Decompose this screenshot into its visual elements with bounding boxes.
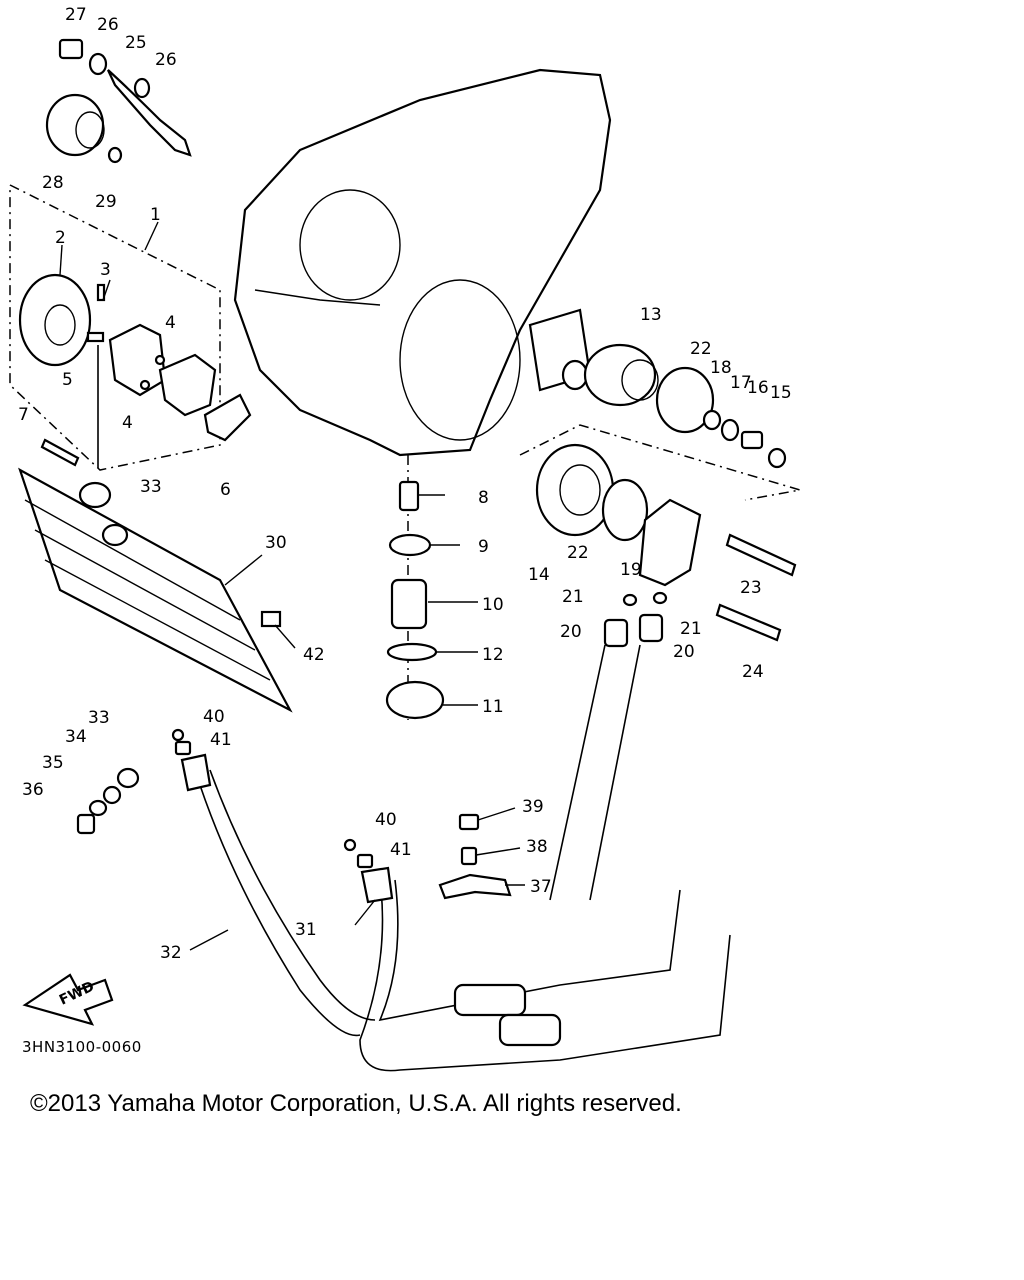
part-number-29: 29 xyxy=(95,192,117,212)
hose-seals xyxy=(171,728,374,869)
part-number-42: 42 xyxy=(303,645,325,665)
part-number-18: 18 xyxy=(710,358,732,378)
hose-fittings xyxy=(603,591,668,648)
part-number-40a: 40 xyxy=(203,707,225,727)
oil-pump-assy-bracket xyxy=(9,184,221,471)
part-number-31: 31 xyxy=(295,920,317,940)
cover-bolt-2 xyxy=(715,603,782,642)
strainer-group xyxy=(45,93,123,164)
crankcase-cover xyxy=(233,68,612,457)
part-number-41b: 41 xyxy=(390,840,412,860)
oil-pipe-group xyxy=(58,38,192,157)
parts-diagram: FWD 1 2 3 4 4 5 6 7 8 9 10 11 12 13 14 1… xyxy=(9,5,801,1072)
part-number-2: 2 xyxy=(55,228,66,248)
part-number-16: 16 xyxy=(747,378,769,398)
part-number-28: 28 xyxy=(42,173,64,193)
pump-bolt xyxy=(40,438,80,467)
part-number-labels: 1 2 3 4 4 5 6 7 8 9 10 11 12 13 14 15 16… xyxy=(18,5,792,963)
part-number-20a: 20 xyxy=(560,622,582,642)
cooler-mount-hardware xyxy=(76,767,140,835)
pump-gear-group xyxy=(18,273,106,367)
copyright-notice: ©2013 Yamaha Motor Corporation, U.S.A. A… xyxy=(30,1090,682,1117)
part-number-11: 11 xyxy=(482,697,504,717)
part-number-26b: 26 xyxy=(155,50,177,70)
part-number-23: 23 xyxy=(740,578,762,598)
part-number-21b: 21 xyxy=(680,619,702,639)
part-number-32: 32 xyxy=(160,943,182,963)
part-number-22b: 22 xyxy=(567,543,589,563)
part-number-24: 24 xyxy=(742,662,764,682)
part-number-14: 14 xyxy=(528,565,550,585)
part-number-15: 15 xyxy=(770,383,792,403)
part-number-37: 37 xyxy=(530,877,552,897)
part-number-36: 36 xyxy=(22,780,44,800)
oil-filter-bracket xyxy=(519,424,801,501)
part-number-7: 7 xyxy=(18,405,29,425)
filter-cover-group xyxy=(535,443,702,587)
part-number-4a: 4 xyxy=(165,313,176,333)
part-number-8: 8 xyxy=(478,488,489,508)
part-number-26a: 26 xyxy=(97,15,119,35)
oil-filter-group xyxy=(528,308,787,469)
part-number-34: 34 xyxy=(65,727,87,747)
part-number-38: 38 xyxy=(526,837,548,857)
pump-gasket xyxy=(203,393,252,442)
part-number-13: 13 xyxy=(640,305,662,325)
part-number-6: 6 xyxy=(220,480,231,500)
diagram-code: 3HN3100-0060 xyxy=(22,1038,142,1056)
part-number-33a: 33 xyxy=(140,477,162,497)
part-number-20b: 20 xyxy=(673,642,695,662)
part-number-30: 30 xyxy=(265,533,287,553)
part-number-17: 17 xyxy=(730,373,752,393)
oil-hoses xyxy=(180,644,731,1072)
pump-body-group xyxy=(108,323,217,417)
part-number-39: 39 xyxy=(522,797,544,817)
part-number-9: 9 xyxy=(478,537,489,557)
hose-clamp-group xyxy=(438,813,512,900)
part-number-4b: 4 xyxy=(122,413,133,433)
part-number-10: 10 xyxy=(482,595,504,615)
part-number-19: 19 xyxy=(620,560,642,580)
part-number-5: 5 xyxy=(62,370,73,390)
part-number-12: 12 xyxy=(482,645,504,665)
part-number-1: 1 xyxy=(150,205,161,225)
part-number-27: 27 xyxy=(65,5,87,25)
relief-valve-stack xyxy=(385,455,445,720)
part-number-22a: 22 xyxy=(690,339,712,359)
part-number-41a: 41 xyxy=(210,730,232,750)
part-number-25: 25 xyxy=(125,33,147,53)
leader-lines xyxy=(59,221,525,951)
oil-cooler xyxy=(18,467,293,713)
cover-bolt-1 xyxy=(725,533,797,577)
part-number-33b: 33 xyxy=(88,708,110,728)
fwd-arrow-icon: FWD xyxy=(22,973,114,1026)
part-number-35: 35 xyxy=(42,753,64,773)
part-number-21a: 21 xyxy=(562,587,584,607)
part-number-3: 3 xyxy=(100,260,111,280)
part-number-40b: 40 xyxy=(375,810,397,830)
